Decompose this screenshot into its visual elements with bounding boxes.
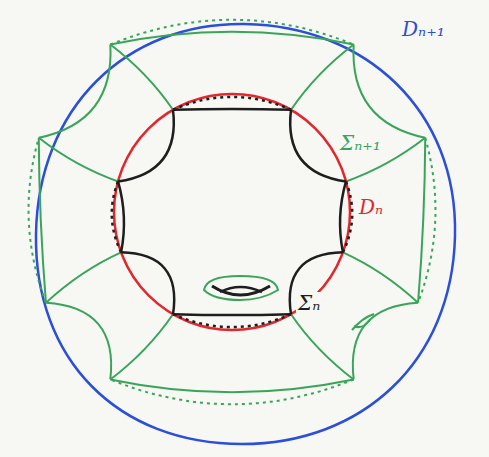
surface-edge — [291, 45, 354, 110]
hidden-boundary-curve — [112, 181, 121, 252]
domain-label: Dₙ₊₁ — [400, 18, 447, 40]
inner-domain-outline — [114, 94, 350, 330]
hidden-boundary-curve — [173, 314, 291, 327]
boundary-curve — [173, 108, 291, 111]
handle — [352, 314, 374, 330]
surface-edge — [118, 110, 174, 182]
surface-edge — [343, 252, 418, 302]
surface-edge — [46, 303, 111, 380]
hidden-boundary-curve — [110, 379, 353, 404]
outer-domain-outline — [36, 24, 455, 444]
handle — [220, 287, 262, 292]
surface-edge — [290, 252, 343, 314]
boundary-curve — [418, 138, 425, 303]
hidden-boundary-curve — [343, 181, 352, 252]
inner-surface — [112, 97, 352, 327]
surface-edge — [39, 45, 111, 138]
hidden-boundary-curve — [418, 138, 435, 303]
boundary-curve — [118, 181, 124, 252]
surface-label: Σₙ — [296, 292, 322, 314]
surface-edge — [39, 138, 118, 182]
handle-outline — [204, 276, 278, 300]
surface-edge — [46, 252, 121, 302]
surface-edge — [110, 45, 173, 110]
boundary-curve — [173, 313, 291, 316]
outer-surface — [29, 20, 436, 404]
boundary-curve — [39, 138, 46, 303]
surface-edge — [291, 314, 354, 379]
surface-label: Σₙ₊₁ — [338, 132, 383, 154]
hidden-boundary-curve — [173, 97, 291, 110]
boundary-curve — [340, 181, 346, 252]
boundary-curve — [110, 379, 353, 392]
surface-edge — [121, 252, 174, 314]
hidden-boundary-curve — [29, 138, 46, 303]
boundary-curve — [110, 32, 353, 45]
surface-edge — [110, 314, 173, 379]
hidden-boundary-curve — [110, 20, 353, 45]
domain-label: Dₙ — [357, 196, 385, 218]
outer-domain — [36, 24, 455, 444]
inner-domain — [114, 94, 350, 330]
handle — [212, 286, 270, 295]
surface-edge — [353, 45, 425, 138]
surface-edge — [353, 303, 418, 380]
